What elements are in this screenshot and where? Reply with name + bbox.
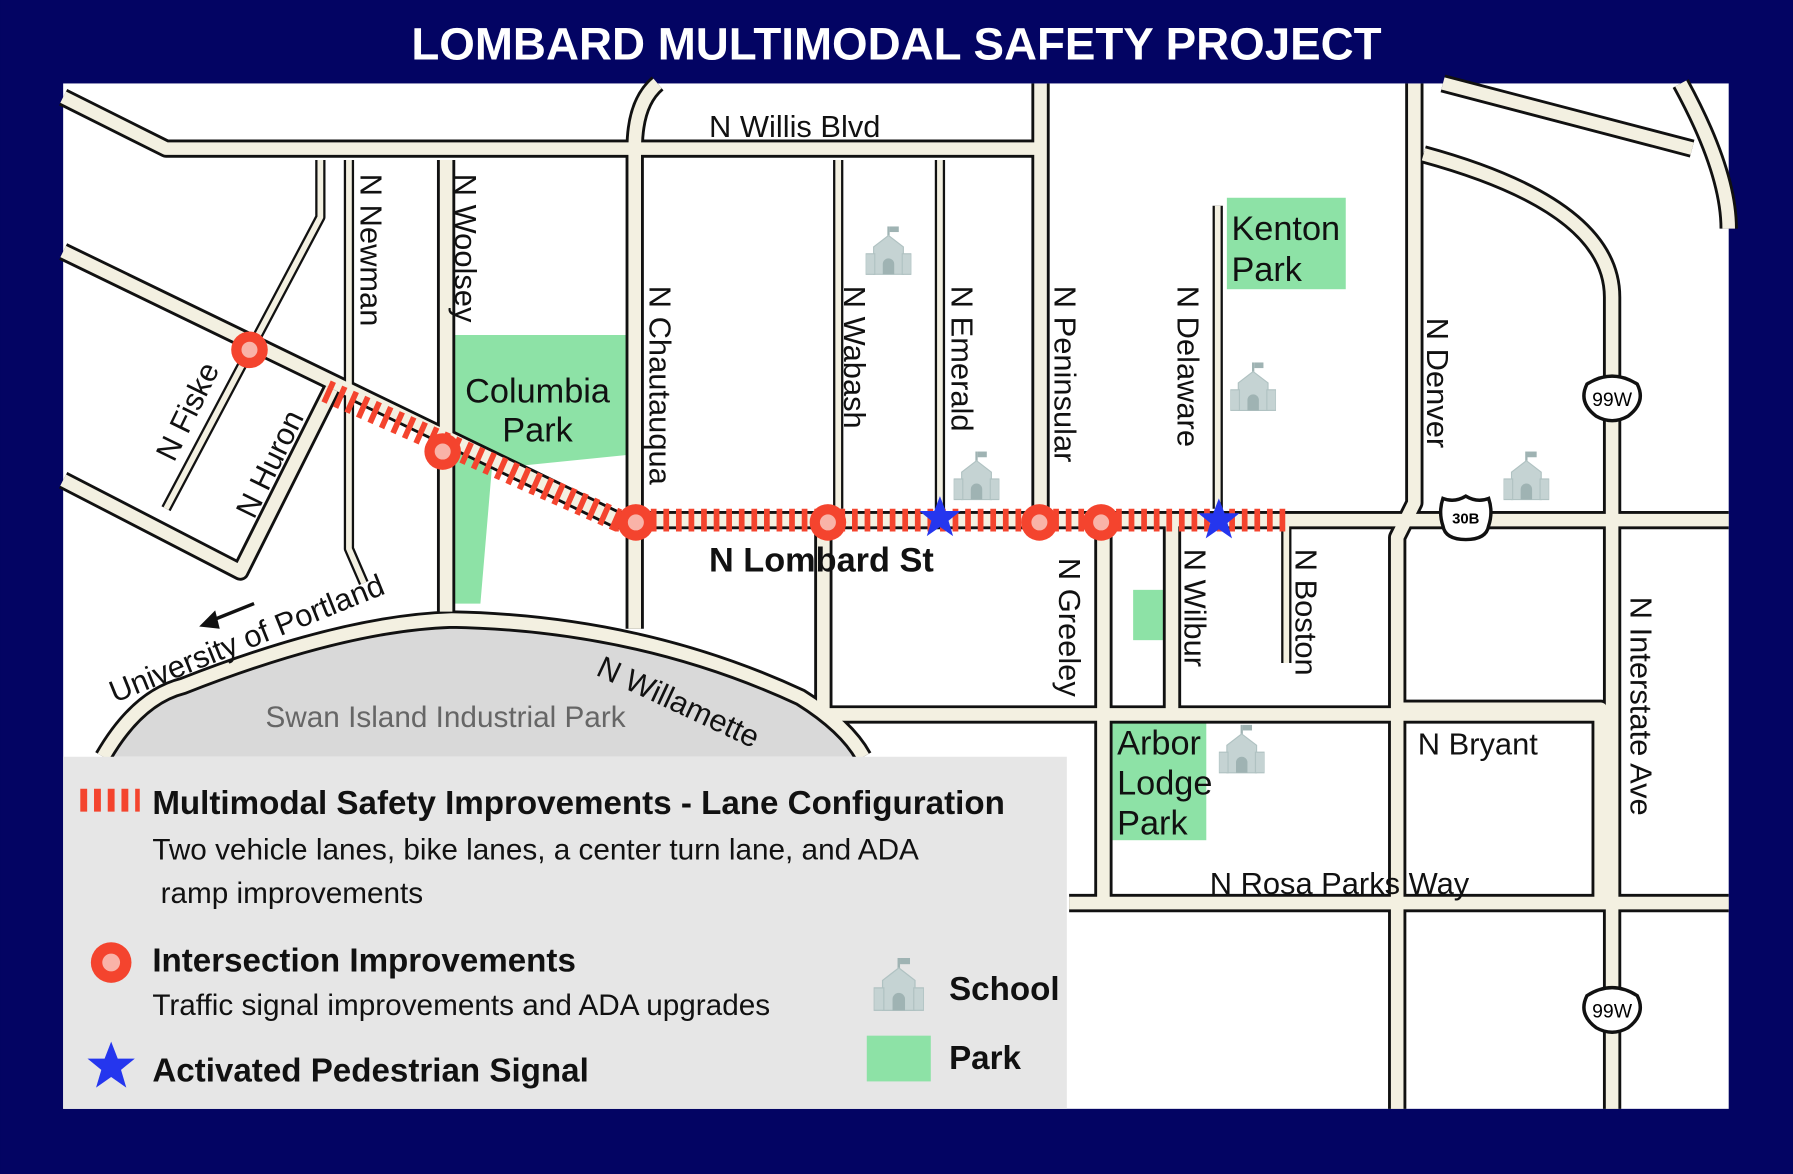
safety-improvement-route (321, 380, 1290, 532)
arrow-icon (199, 601, 255, 629)
legend-intersection-desc: Traffic signal improvements and ADA upgr… (152, 989, 770, 1022)
legend-park-label: Park (949, 1040, 1021, 1077)
street-label-interstate: N Interstate Ave (1623, 597, 1658, 816)
small-park (1133, 589, 1167, 641)
intersection-marker (1021, 504, 1058, 541)
svg-text:99W: 99W (1592, 1000, 1633, 1022)
legend-intersection-icon (90, 942, 132, 983)
street-label-denver: N Denver (1420, 318, 1455, 448)
street-label-boston: N Boston (1288, 549, 1323, 676)
street-label-willis: N Willis Blvd (709, 109, 880, 144)
highway-99w-shield: 99W (1582, 985, 1642, 1034)
svg-text:99W: 99W (1592, 389, 1633, 411)
legend-park-swatch (866, 1035, 931, 1082)
legend-intersection-title: Intersection Improvements (152, 943, 576, 980)
street-label-wabash: N Wabash (837, 286, 872, 429)
arbor-lodge-park (1112, 720, 1207, 841)
intersection-marker (1082, 504, 1120, 541)
legend-ped-signal: Activated Pedestrian Signal (152, 1052, 589, 1089)
intersection-marker (617, 504, 655, 541)
intersection-marker (424, 433, 461, 470)
street-label-bryant: N Bryant (1418, 726, 1538, 761)
street-label-newman: N Newman (353, 174, 388, 327)
street-label-wilbur: N Wilbur (1178, 549, 1213, 667)
columbia-park (449, 334, 627, 604)
map-title: LOMBARD MULTIMODAL SAFETY PROJECT (411, 18, 1381, 69)
street-label-chautauqua: N Chautauqua (643, 286, 678, 486)
street-label-greeley: N Greeley (1052, 558, 1087, 697)
legend-lane-desc: Two vehicle lanes, bike lanes, a center … (152, 834, 919, 867)
legend-lane-title: Multimodal Safety Improvements - Lane Co… (152, 785, 1005, 822)
legend-school-label: School (949, 971, 1059, 1008)
street-label-peninsular: N Peninsular (1047, 286, 1082, 463)
intersection-marker (231, 331, 268, 369)
street-label-lombard: N Lombard St (709, 542, 934, 580)
intersection-marker (809, 504, 847, 541)
highway-30b-shield: 30B (1438, 494, 1493, 542)
legend: Multimodal Safety Improvements - Lane Co… (63, 756, 1067, 1109)
highway-99w-shield: 99W (1582, 374, 1642, 423)
street-label-woolsey: N Woolsey (448, 174, 483, 323)
kenton-park (1226, 197, 1346, 290)
svg-text:30B: 30B (1452, 512, 1480, 528)
place-label-swan-island: Swan Island Industrial Park (265, 701, 625, 734)
street-label-emerald: N Emerald (944, 286, 979, 432)
street-label-delaware: N Delaware (1171, 286, 1206, 447)
street-label-rosa-parks: N Rosa Parks Way (1210, 866, 1470, 901)
legend-lane-desc-2: ramp improvements (152, 877, 423, 910)
